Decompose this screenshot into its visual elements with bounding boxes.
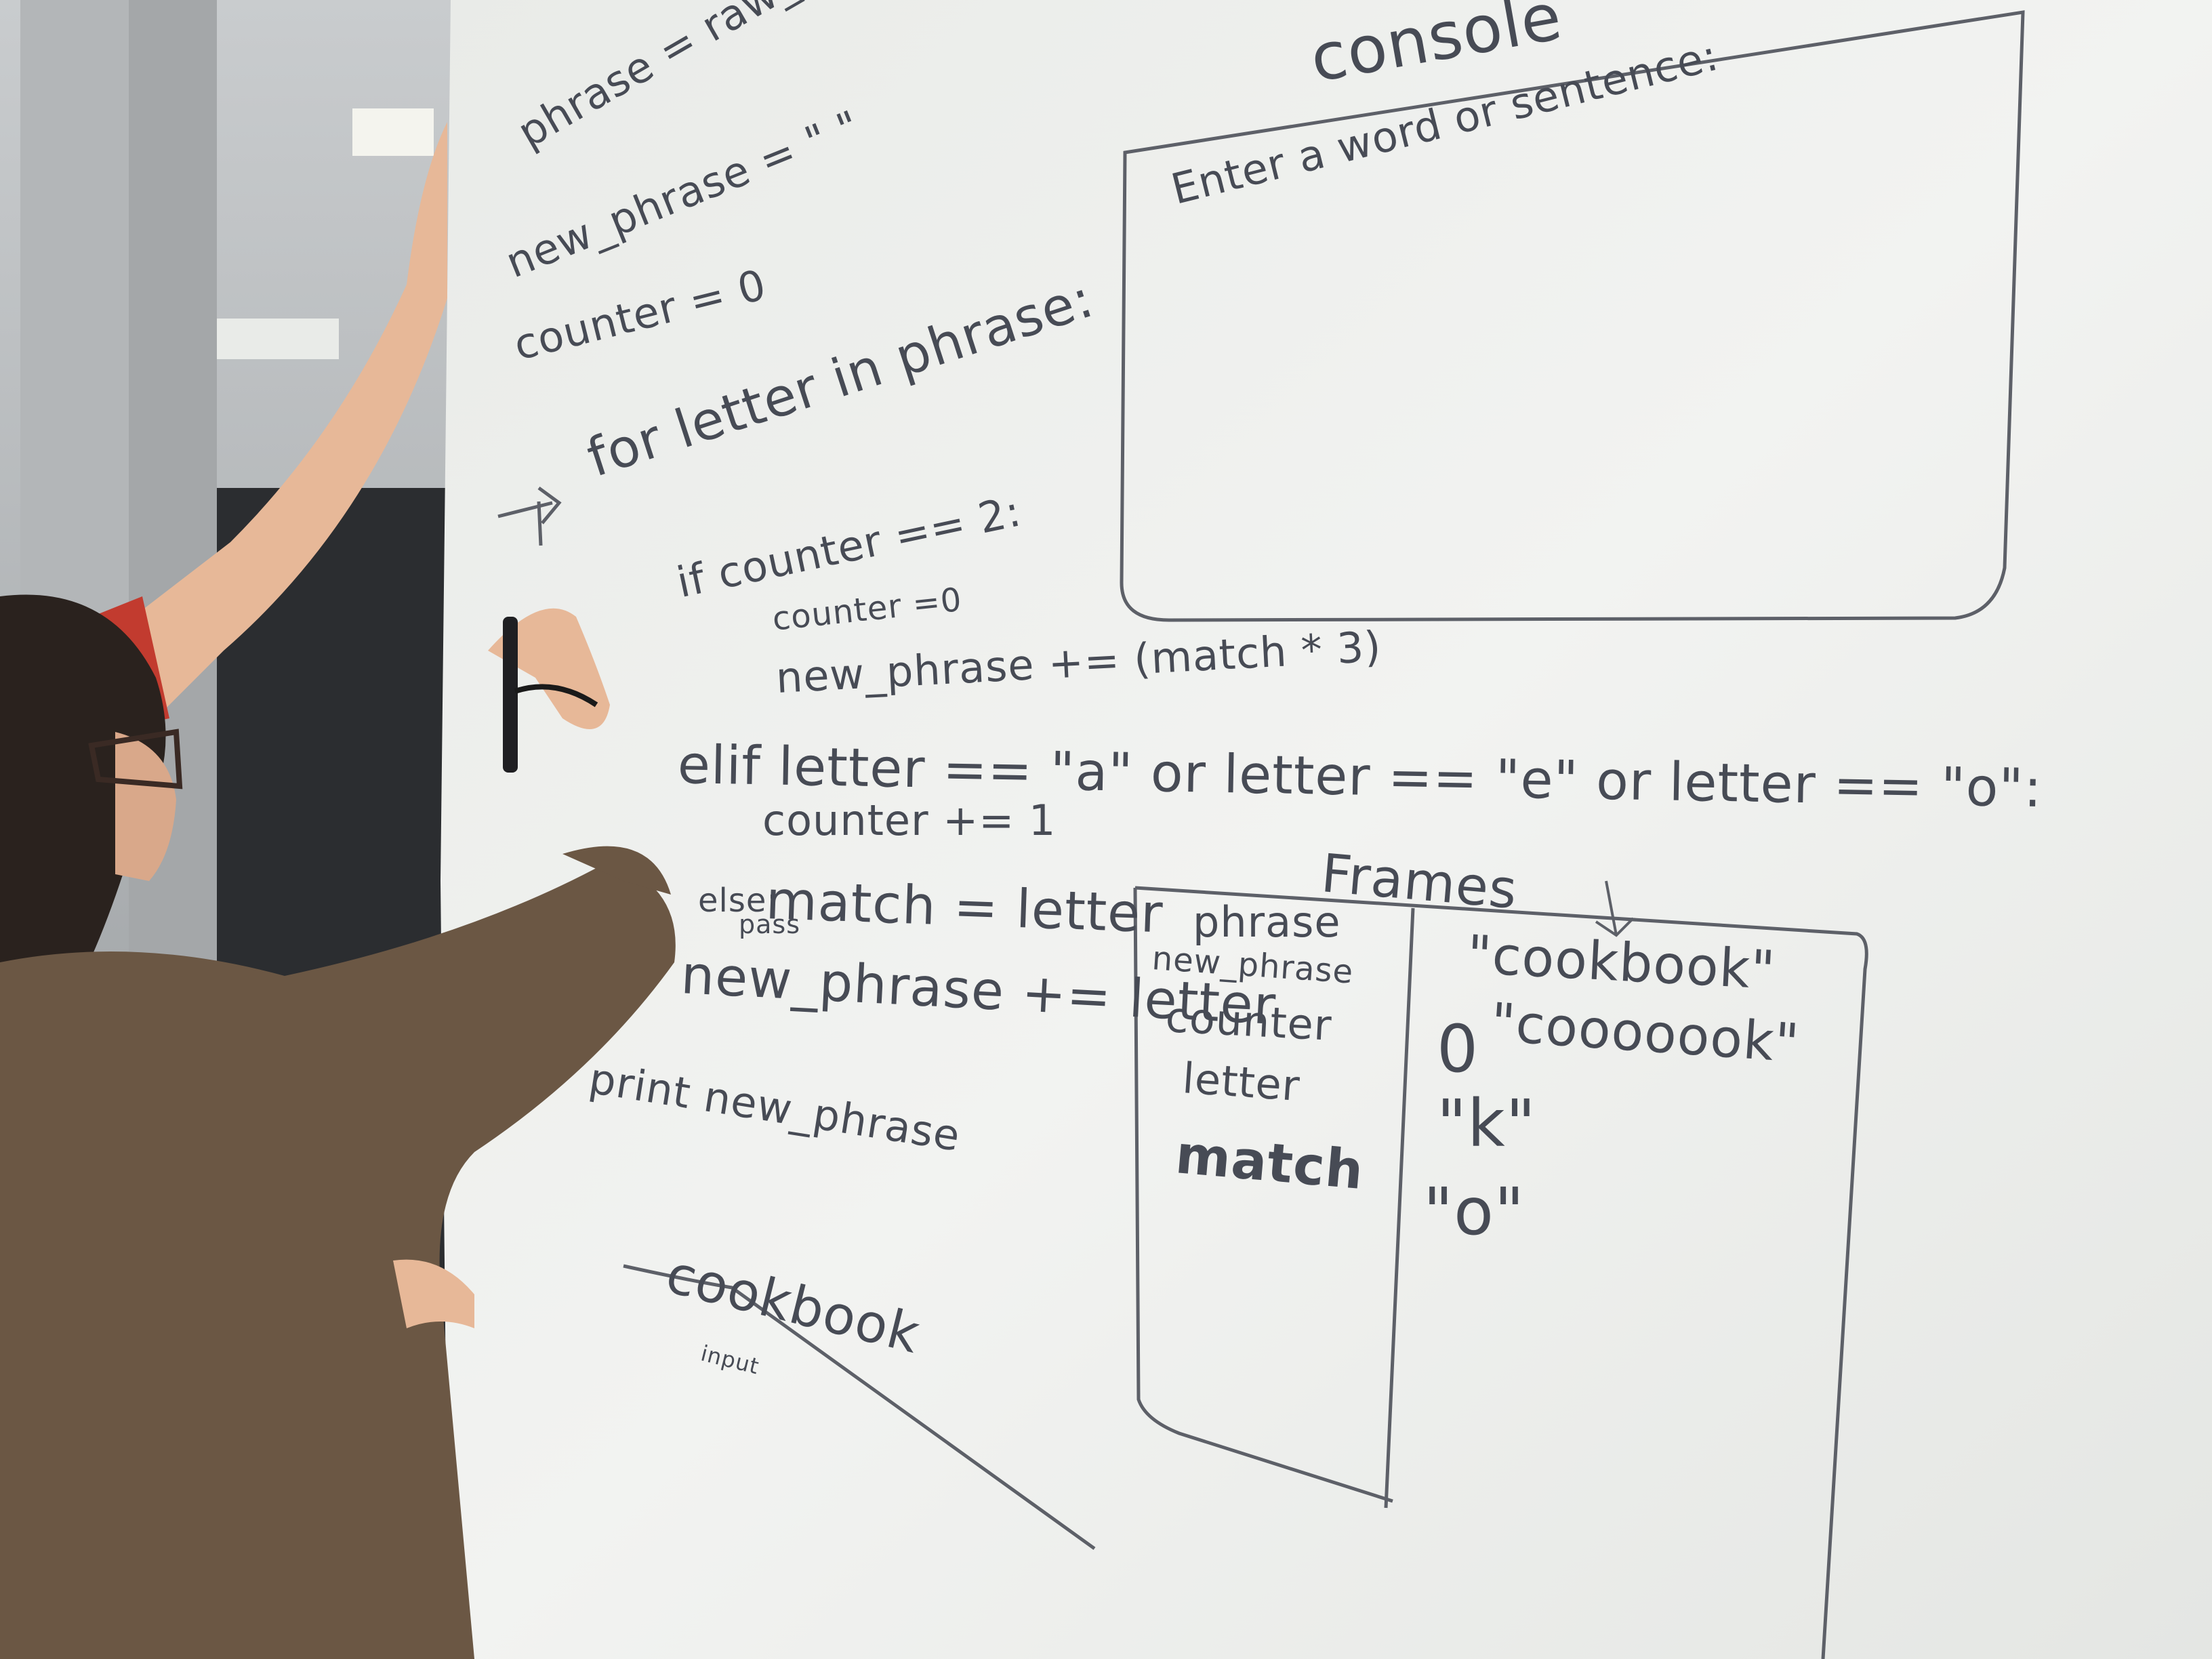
frames-box — [1134, 886, 1868, 1659]
loop-arrow-icon — [497, 486, 562, 546]
frame-value-match: "o" — [1423, 1174, 1525, 1250]
frame-value-phrase: "cookbook" — [1465, 924, 1778, 1002]
frames-divider — [1384, 907, 1415, 1509]
code-line-increment: counter += 1 — [762, 796, 1057, 845]
glasses-icon — [88, 729, 183, 790]
raised-arm — [142, 122, 447, 718]
ceiling-light-strip — [217, 319, 339, 359]
writing-arm — [562, 846, 671, 895]
frame-var-phrase: phrase — [1193, 897, 1341, 947]
wristband — [514, 684, 598, 708]
code-line-else: else: — [698, 882, 779, 920]
whiteboard — [441, 0, 2212, 1659]
frame-var-counter: counter — [1164, 992, 1334, 1050]
hair — [0, 594, 166, 1030]
second-hand — [393, 1259, 474, 1328]
frame-value-counter: 0 — [1437, 1011, 1479, 1087]
console-box — [1120, 10, 2025, 622]
frames-pointer-icon — [1595, 880, 1635, 937]
frame-var-match: match — [1173, 1124, 1366, 1202]
code-line-match: match = letter — [764, 870, 1164, 945]
example-underline — [623, 1264, 1096, 1551]
ceiling-light — [352, 108, 434, 156]
code-line-pass: pass — [739, 909, 801, 939]
hand — [488, 608, 610, 729]
marker — [503, 617, 518, 773]
frame-var-letter: letter — [1181, 1053, 1302, 1111]
face — [115, 732, 176, 881]
sweater — [0, 861, 676, 1659]
frames-title: Frames — [1319, 843, 1520, 922]
frames-box-left — [1133, 887, 1393, 1503]
frame-value-letter: "k" — [1437, 1086, 1536, 1162]
window-frame-left — [20, 0, 129, 610]
